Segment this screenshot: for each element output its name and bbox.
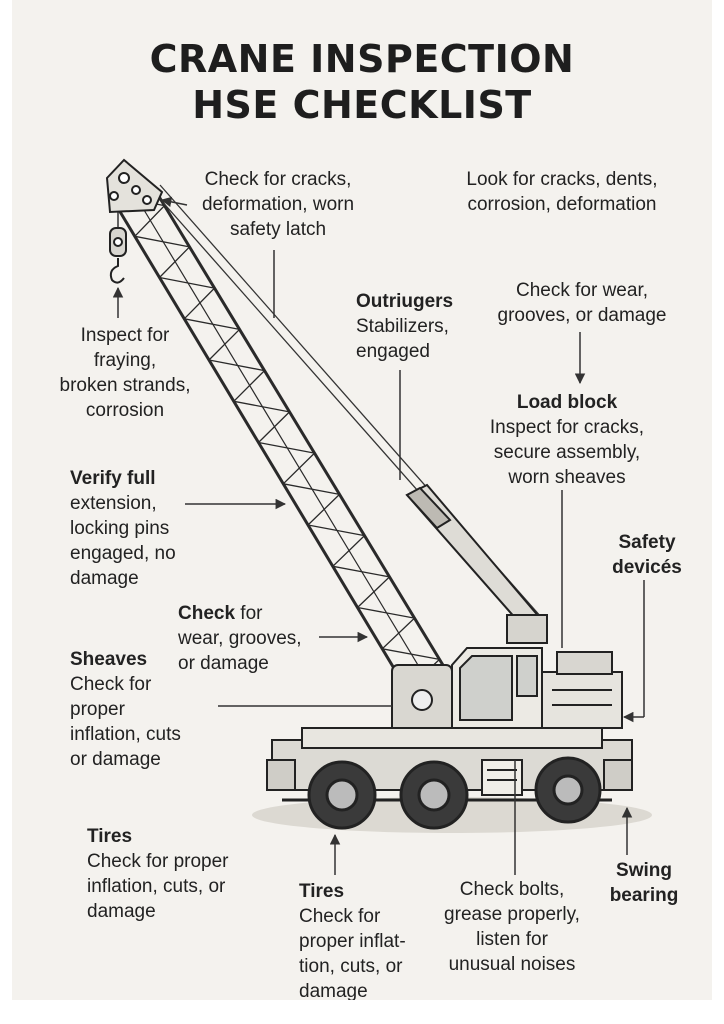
- tires-left-callout: Tires Check for proper inflation, cuts, …: [87, 824, 277, 924]
- lattice-boom: [108, 184, 454, 691]
- page-title-line2: HSE CHECKLIST: [192, 83, 532, 127]
- sheaves-text: Check for proper inflation, cuts or dama…: [70, 674, 181, 770]
- luffing-cylinder: [405, 483, 548, 644]
- load-block-callout: Load block Inspect for cracks, secure as…: [462, 390, 672, 490]
- wire-rope-callout: Inspect for fraying, broken strands, cor…: [59, 325, 191, 421]
- sheave-wear-callout: Check for wear, grooves, or damage: [497, 280, 667, 326]
- tires-middle-callout: Tires Check for proper inflat- tion, cut…: [299, 879, 439, 1000]
- check-title-rest: for: [235, 603, 263, 624]
- boom-wear-callout: Check for wear, grooves, or damage: [178, 601, 328, 676]
- callout-lines: [112, 196, 645, 875]
- outriggers-callout: Outriugers Stabilizers, engaged: [356, 289, 496, 364]
- swing-bearing-callout: Swing bearing: [609, 860, 679, 906]
- hook-block: [109, 227, 127, 284]
- outriggers-text: Stabilizers, engaged: [356, 316, 449, 362]
- tires-left-title: Tires: [87, 826, 133, 847]
- verify-text: extension, locking pins engaged, no dama…: [70, 493, 176, 589]
- verify-title: Verify full: [70, 468, 156, 489]
- hook-head-callout: Check for cracks, deformation, worn safe…: [201, 169, 355, 240]
- check-text: wear, grooves, or damage: [178, 628, 302, 674]
- wheels: [307, 756, 602, 830]
- load-block-text: Inspect for cracks, secure assembly, wor…: [489, 417, 645, 488]
- checklist-poster: CRANE INSPECTION HSE CHECKLIST Check for…: [12, 0, 712, 1000]
- boom-foot: [391, 664, 453, 736]
- superstructure: [451, 647, 623, 729]
- tires-middle-text: Check for proper inflat- tion, cuts, or …: [299, 906, 406, 1000]
- page-title-line1: CRANE INSPECTION: [149, 37, 575, 81]
- tires-left-text: Check for proper inflation, cuts, or dam…: [87, 851, 229, 922]
- sheaves-title: Sheaves: [70, 649, 148, 670]
- boom-extension-callout: Verify full extension, locking pins enga…: [70, 466, 220, 591]
- load-block-title: Load block: [516, 392, 618, 413]
- safety-devices-callout: Safety devicés: [612, 532, 682, 578]
- crane-illustration: [105, 158, 652, 875]
- check-title: Check: [178, 603, 236, 624]
- boom-head: [105, 158, 164, 214]
- sheaves-callout: Sheaves Check for proper inflation, cuts…: [70, 647, 220, 772]
- outriggers-title: Outriugers: [356, 291, 454, 312]
- bolts-callout: Check bolts, grease properly, listen for…: [444, 879, 580, 975]
- tires-middle-title: Tires: [299, 881, 345, 902]
- boom-inspection-callout: Look for cracks, dents, corrosion, defor…: [466, 169, 658, 215]
